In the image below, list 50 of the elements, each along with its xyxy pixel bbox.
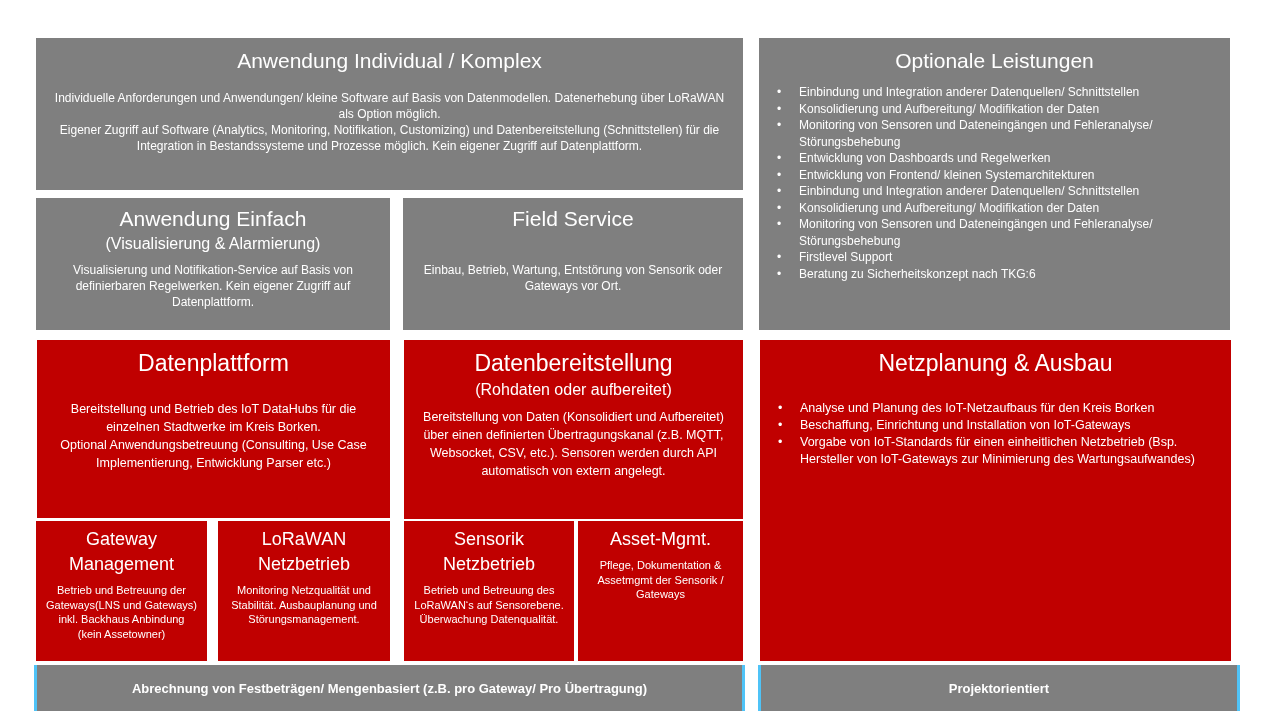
- description-text: Bereitstellung von Daten (Konsolidiert und Aufbereitet) über einen definierten Übertragungskanal (z.B. MQTT, Websocket, CSV, etc.). Sensoren werden durch API automatisch von extern angelegt.: [422, 409, 725, 480]
- panel-heading: Sensorik Netzbetrieb: [441, 528, 537, 576]
- service-panel: [404, 521, 574, 661]
- bullet-item: • Monitoring von Sensoren und Dateneingängen und Fehleranalyse/ Störungsbehebung: [777, 216, 1154, 249]
- service-panel: [218, 521, 390, 661]
- description-text: Betrieb und Betreuung der Gateways(LNS und Gateways) inkl. Backhaus Anbindung (kein Assetowner): [46, 583, 197, 641]
- footer-bar: Projektorientiert: [758, 665, 1240, 711]
- description-text: Einbau, Betrieb, Wartung, Entstörung von Sensorik oder Gateways vor Ort.: [422, 262, 724, 294]
- service-panel: [36, 198, 390, 330]
- panel-heading: Optionale Leistungen: [894, 48, 1095, 74]
- service-panel: [36, 38, 743, 190]
- service-panel: [37, 340, 390, 518]
- bullet-item: • Firstlevel Support: [777, 249, 894, 266]
- panel-heading: LoRaWAN Netzbetrieb: [256, 528, 352, 576]
- bullet-item: • Beschaffung, Einrichtung und Installation von IoT-Gateways: [778, 417, 1132, 434]
- description-text: Bereitstellung und Betrieb des IoT DataHubs für die einzelnen Stadtwerke im Kreis Borken.: [69, 401, 358, 436]
- bullet-item: • Monitoring von Sensoren und Dateneingängen und Fehleranalyse/ Störungsbehebung: [777, 117, 1154, 150]
- bullet-item: • Entwicklung von Frontend/ kleinen Systemarchitekturen: [777, 166, 1096, 183]
- description-text: Individuelle Anforderungen und Anwendungen/ kleine Software auf Basis von Datenmodellen. Datenerhebung über LoRaWAN als Option möglich.: [53, 90, 726, 122]
- panel-subheading: (Visualisierung & Alarmierung): [104, 234, 322, 254]
- panel-heading: Netzplanung & Ausbau: [877, 349, 1114, 378]
- panel-heading: Field Service: [511, 206, 635, 232]
- bullet-item: • Analyse und Planung des IoT-Netzaufbaus für den Kreis Borken: [778, 400, 1156, 417]
- service-panel: [578, 521, 743, 661]
- bullet-item: • Konsolidierung und Aufbereitung/ Modifikation der Daten: [777, 100, 1101, 117]
- service-panel: [403, 198, 743, 330]
- panel-heading: Asset-Mgmt.: [609, 528, 712, 551]
- footer-bar: Abrechnung von Festbeträgen/ Mengenbasiert (z.B. pro Gateway/ Pro Übertragung): [34, 665, 745, 711]
- service-panel: [404, 340, 743, 519]
- bullet-item: • Einbindung und Integration anderer Datenquellen/ Schnittstellen: [777, 183, 1141, 200]
- bullet-item: • Konsolidierung und Aufbereitung/ Modifikation der Daten: [777, 199, 1101, 216]
- description-text: Monitoring Netzqualität und Stabilität. Ausbauplanung und Störungsmanagement.: [230, 583, 378, 627]
- bullet-item: • Einbindung und Integration anderer Datenquellen/ Schnittstellen: [777, 84, 1141, 101]
- description-text: Optional Anwendungsbetreuung (Consulting, Use Case Implementierung, Entwicklung Parser etc.): [59, 437, 368, 472]
- description-text: Eigener Zugriff auf Software (Analytics, Monitoring, Notifikation, Customizing) und Datenbereitstellung (Schnittstellen) für die Integration in Bestandssysteme und Prozesse möglich. Kein eigener Zugriff auf Datenplattform.: [58, 122, 721, 154]
- bullet-item: • Vorgabe von IoT-Standards für einen einheitlichen Netzbetrieb (Bsp. Hersteller von IoT-Gateways zur Minimierung des Wartungsaufwandes): [778, 434, 1196, 468]
- panel-heading: Anwendung Individual / Komplex: [236, 48, 543, 74]
- description-text: Betrieb und Betreuung des LoRaWAN‘s auf Sensorebene. Überwachung Datenqualität.: [414, 583, 564, 627]
- bullet-item: • Beratung zu Sicherheitskonzept nach TKG:6: [777, 265, 1037, 282]
- service-panel: [759, 38, 1230, 330]
- panel-subheading: (Rohdaten oder aufbereitet): [474, 380, 673, 400]
- bullet-item: • Entwicklung von Dashboards und Regelwerken: [777, 150, 1052, 167]
- service-panel: [36, 521, 207, 661]
- panel-heading: Datenplattform: [137, 349, 290, 378]
- description-text: Pflege, Dokumentation & Assetmgmt der Sensorik / Gateways: [596, 558, 725, 602]
- panel-heading: Datenbereitstellung: [473, 349, 674, 378]
- panel-heading: Gateway Management: [67, 528, 176, 576]
- description-text: Visualisierung und Notifikation-Service auf Basis von definierbaren Regelwerken. Kein eigener Zugriff auf Datenplattform.: [72, 262, 354, 310]
- service-panel: [760, 340, 1231, 661]
- panel-heading: Anwendung Einfach: [118, 206, 308, 232]
